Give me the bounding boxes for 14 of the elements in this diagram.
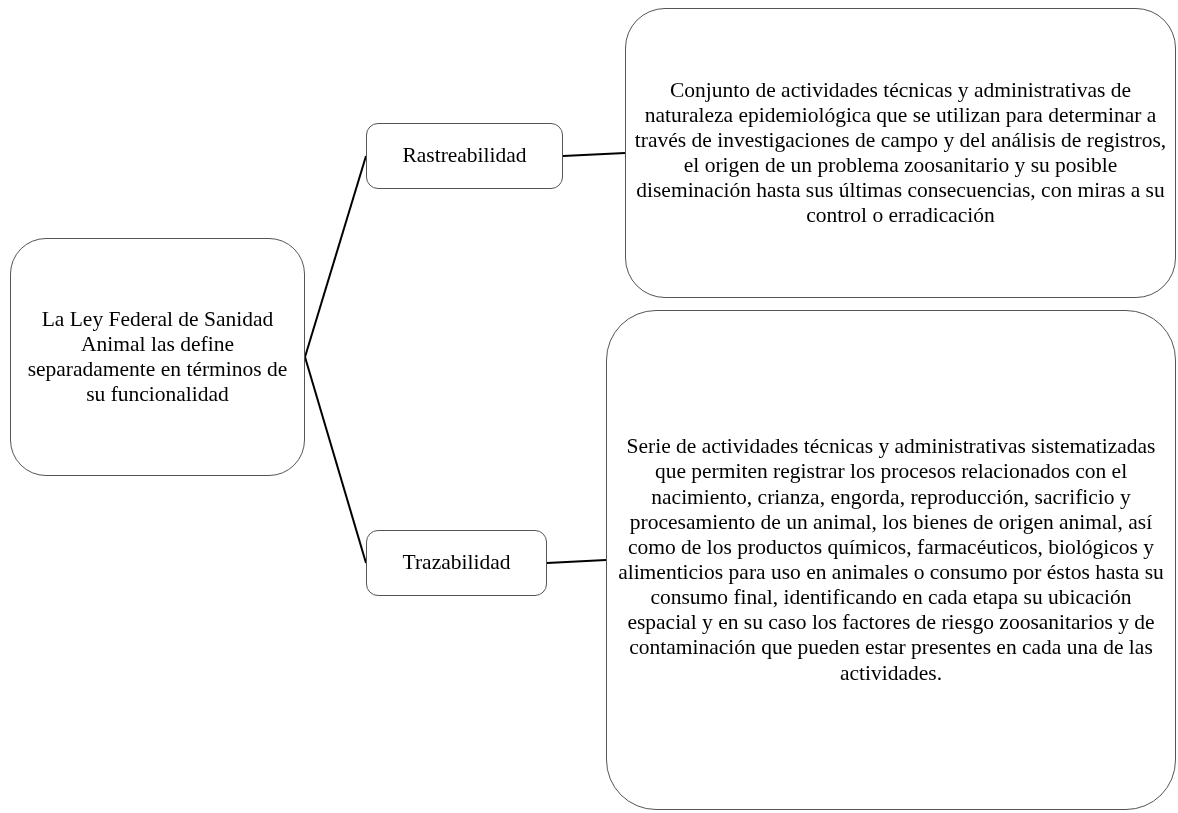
- connector-line: [304, 356, 367, 564]
- connector-line: [546, 559, 607, 564]
- box-text: Conjunto de actividades técnicas y administrativas de naturaleza epidemiológica que se utilizan para determinar a través de investigaciones de campo y del análisis de registros, el origen de un problema zoosanitario y su posible diseminación hasta sus últimas consecuencias, con miras a su control o erradicación: [634, 77, 1167, 229]
- box-text: Trazabilidad: [402, 550, 511, 576]
- connector-line: [562, 152, 626, 157]
- box-text: La Ley Federal de Sanidad Animal las define separadamente en términos de su funcionalidad: [26, 306, 289, 408]
- connector-line: [304, 155, 367, 358]
- rounded-box: [366, 123, 563, 189]
- box-text: Serie de actividades técnicas y administrativas sistematizadas que permiten registrar los procesos relacionados con el nacimiento, crianza, engorda, reproducción, sacrificio y procesamiento de un animal, los bienes de origen animal, así como de los productos químicos, farmacéuticos, biológicos y alimenticios para uso en animales o consumo por éstos hasta su consumo final, identificando en cada etapa su ubicación espacial y en su caso los factores de riesgo zoosanitarios y de contaminación que pueden estar presentes en cada una de las actividades.: [617, 434, 1165, 686]
- rounded-box: [625, 8, 1176, 298]
- box-text: Rastreabilidad: [402, 143, 527, 169]
- rounded-box: [10, 238, 305, 476]
- rounded-box: [366, 530, 547, 596]
- rounded-box: [606, 310, 1176, 810]
